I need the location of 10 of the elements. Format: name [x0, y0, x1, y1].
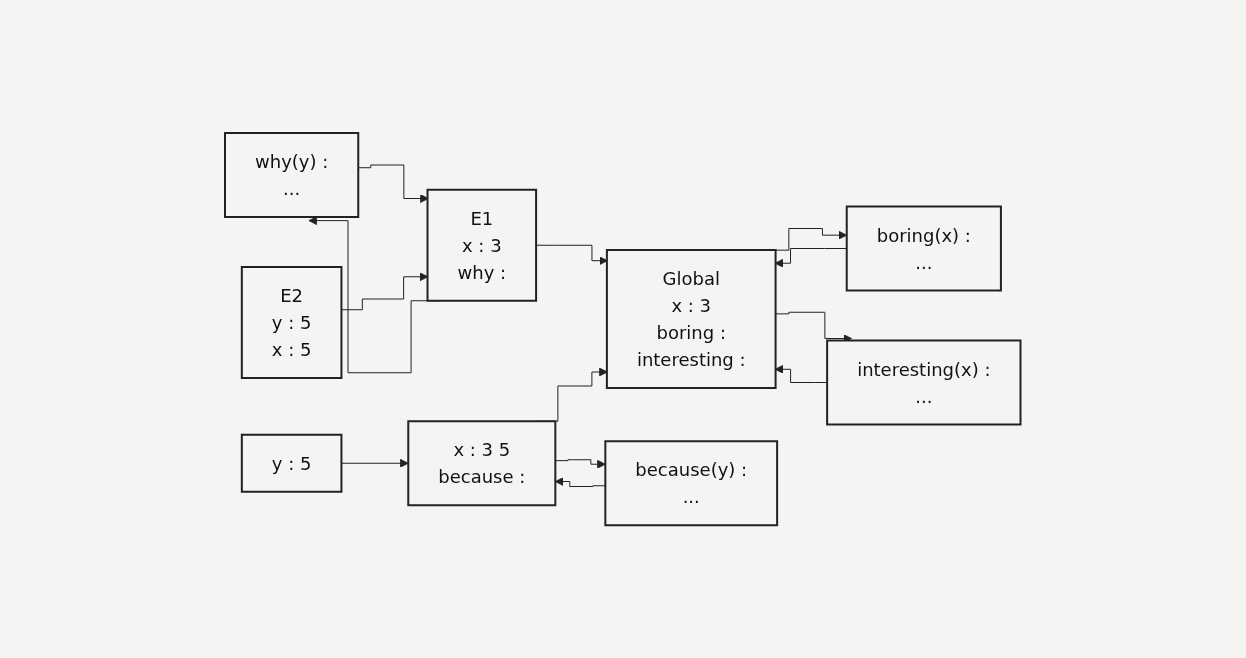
node-box: E2 y : 5 x : 5: [241, 265, 343, 379]
node-box: interesting(x) : ...: [826, 339, 1022, 426]
arrow: [341, 458, 409, 468]
node-box: because(y) : ...: [604, 440, 779, 527]
node-box: why(y) : ...: [224, 131, 360, 218]
node-box: Global x : 3 boring : interesting :: [606, 248, 777, 389]
node-box: E1 x : 3 why :: [426, 188, 538, 302]
node-box: boring(x) : ...: [846, 205, 1003, 292]
node-box: x : 3 5 because :: [407, 420, 557, 507]
node-box: y : 5: [241, 433, 343, 493]
